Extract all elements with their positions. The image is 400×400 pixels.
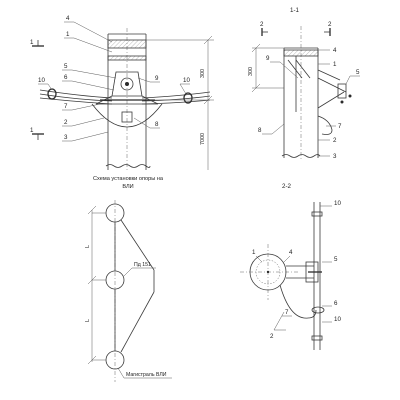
section-2-2-view: 2-2 10 1 4 bbox=[240, 183, 341, 350]
s22-callout-4: 4 bbox=[289, 249, 293, 256]
section-1-1-view: 1-1 2 2 bbox=[248, 7, 360, 160]
section-marks-2: 2 2 bbox=[260, 21, 332, 36]
s11-callout-4: 4 bbox=[333, 47, 337, 54]
dimension-7000: 7000 bbox=[200, 133, 206, 145]
callout-5: 5 bbox=[64, 63, 68, 70]
main-view-caption-line1: Схема установки опоры на bbox=[93, 176, 164, 182]
section-1-1-callouts: 4 1 9 5 7 2 3 8 bbox=[258, 47, 360, 160]
main-view-callouts: 4 1 5 6 10 7 2 3 9 8 10 bbox=[38, 15, 190, 142]
s22-callout-2: 2 bbox=[270, 333, 274, 340]
main-view-caption-line2: ВЛИ bbox=[122, 184, 133, 190]
section-2-2-title: 2-2 bbox=[282, 183, 292, 190]
section-mark-2-left: 2 bbox=[260, 21, 264, 28]
s11-callout-8: 8 bbox=[258, 127, 262, 134]
callout-9-main: 9 bbox=[155, 75, 159, 82]
section-mark-2-right: 2 bbox=[328, 21, 332, 28]
callout-2: 2 bbox=[64, 119, 68, 126]
branch-label: Пд 151 bbox=[134, 262, 151, 268]
callout-10-left: 10 bbox=[38, 77, 45, 84]
s11-callout-7: 7 bbox=[338, 123, 342, 130]
s11-callout-1: 1 bbox=[333, 61, 337, 68]
s22-callout-1: 1 bbox=[252, 249, 256, 256]
s22-callout-10-bottom: 10 bbox=[334, 316, 341, 323]
s22-callout-6: 6 bbox=[334, 300, 338, 307]
section-1-1-dimension: 300 bbox=[248, 43, 284, 93]
section-mark-1-bottom: 1 bbox=[30, 127, 34, 134]
callout-4: 4 bbox=[66, 15, 70, 22]
section-2-2-bracket bbox=[279, 261, 325, 319]
section-mark-1-top: 1 bbox=[30, 39, 34, 46]
span-label-upper: L bbox=[85, 245, 91, 248]
plan-view: L L Пд 151 Магистраль ВЛИ bbox=[85, 200, 172, 382]
s11-callout-5: 5 bbox=[356, 69, 360, 76]
s22-callout-5: 5 bbox=[334, 256, 338, 263]
main-elevation-view: 4 1 5 6 10 7 2 3 9 8 10 bbox=[30, 15, 214, 190]
section-marks-1: 1 1 bbox=[30, 39, 44, 140]
callout-10-right: 10 bbox=[183, 77, 190, 84]
callout-3: 3 bbox=[64, 134, 68, 141]
main-line-cables bbox=[39, 88, 211, 105]
section-1-1-bracket bbox=[287, 56, 352, 135]
section-1-1-dimension-300: 300 bbox=[248, 67, 254, 76]
s22-callout-10-top: 10 bbox=[334, 200, 341, 207]
callout-6: 6 bbox=[64, 74, 68, 81]
section-2-2-cable bbox=[311, 202, 323, 350]
callout-7: 7 bbox=[64, 103, 68, 110]
span-label-lower: L bbox=[85, 319, 91, 322]
s22-callout-7: 7 bbox=[285, 309, 289, 316]
main-line-label: Магистраль ВЛИ bbox=[126, 372, 167, 378]
section-1-1-title: 1-1 bbox=[290, 7, 300, 14]
main-view-dimensions: 300 7000 bbox=[146, 35, 214, 170]
plan-span-dimensions: L L bbox=[85, 205, 106, 365]
section-2-2-callouts: 10 1 4 5 6 10 7 2 bbox=[252, 200, 341, 340]
callout-8-main: 8 bbox=[155, 121, 159, 128]
s11-callout-2: 2 bbox=[333, 137, 337, 144]
s11-callout-3: 3 bbox=[333, 153, 337, 160]
dimension-300: 300 bbox=[200, 69, 206, 78]
s11-callout-9: 9 bbox=[266, 55, 270, 62]
callout-1: 1 bbox=[66, 31, 70, 38]
